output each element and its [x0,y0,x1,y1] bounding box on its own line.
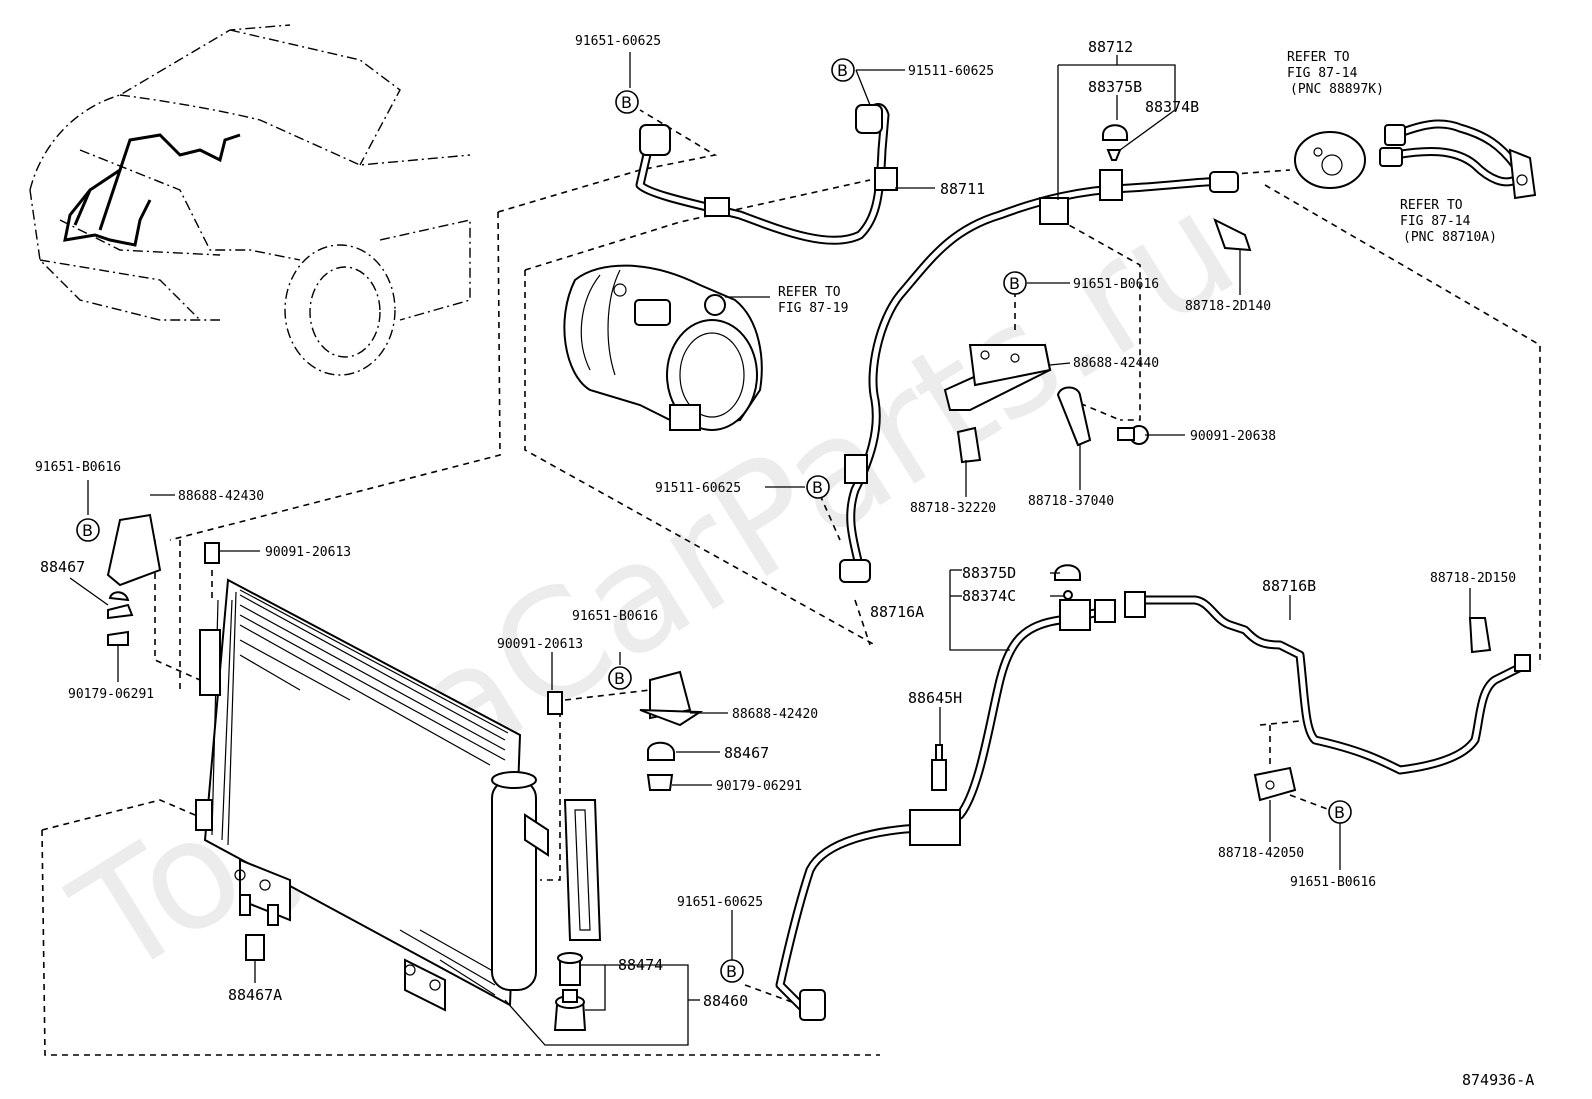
label-88460: 88460 [703,992,748,1010]
filter-plugs [553,952,587,1031]
svg-text:B: B [726,962,737,981]
label-88711: 88711 [940,180,985,198]
label-90179-06291-left: 90179-06291 [68,687,154,702]
bolt-marker: B [1328,800,1352,824]
part-number-labels: 91651-60625 91511-60625 88711 88712 8837… [35,34,1516,1010]
label-91651-60625: 91651-60625 [575,34,661,49]
label-88716A: 88716A [870,603,924,621]
refer-note-top-right-1-line1: REFER TO [1287,50,1350,65]
label-88375B: 88375B [1088,78,1142,96]
label-91651-B0616-right: 91651-B0616 [1290,875,1376,890]
dashed-guide-lines [41,109,1541,1056]
svg-text:B: B [1334,803,1345,822]
label-88474: 88474 [618,956,663,974]
ac-compressor [563,264,763,432]
svg-text:B: B [621,93,632,112]
label-90091-20613-left: 90091-20613 [265,545,351,560]
label-88645H: 88645H [908,689,962,707]
label-90091-20613-center: 90091-20613 [497,637,583,652]
label-91651-B0616-left: 91651-B0616 [35,460,121,475]
label-91511-60625: 91511-60625 [908,64,994,79]
diagram-id: 874936-A [1462,1071,1534,1089]
svg-text:B: B [837,61,848,80]
label-90091-20638: 90091-20638 [1190,429,1276,444]
label-91511-60625-mid: 91511-60625 [655,481,741,496]
leader-lines [69,52,1471,1046]
svg-text:B: B [1009,274,1020,293]
small-hardware-parts [107,124,1128,961]
refer-note-top-right-2-line3: (PNC 88710A) [1403,230,1497,245]
label-88467A: 88467A [228,986,282,1004]
bolt-marker: B [720,959,744,983]
refer-notes: REFER TO FIG 87-19 REFER TO FIG 87-14 (P… [778,50,1497,316]
bolt-marker: B [1003,271,1027,295]
label-91651-B0616-center: 91651-B0616 [572,609,658,624]
label-88716B: 88716B [1262,577,1316,595]
svg-text:B: B [614,669,625,688]
label-88718-32220: 88718-32220 [910,501,996,516]
condenser-fins [239,594,506,996]
label-90179-06291-center: 90179-06291 [716,779,802,794]
condenser-assembly [195,578,549,1012]
label-88374C: 88374C [962,587,1016,605]
bolt-marker: B [806,475,830,499]
bolt-marker: B [608,666,632,690]
refer-note-top-right-2-line2: FIG 87-14 [1400,214,1471,229]
label-88718-42050: 88718-42050 [1218,846,1304,861]
bolt-marker: B [76,518,100,542]
svg-text:B: B [812,478,823,497]
label-91651-B0616-mid: 91651-B0616 [1073,277,1159,292]
refer-note-compressor-line2: FIG 87-19 [778,301,848,316]
label-88718-37040: 88718-37040 [1028,494,1114,509]
svg-text:B: B [82,521,93,540]
desiccant-element [563,799,602,941]
label-88467-center: 88467 [724,744,769,762]
vehicle-outline-illustration [29,24,471,376]
label-88688-42430: 88688-42430 [178,489,264,504]
label-88374B: 88374B [1145,98,1199,116]
bolt-marker: B [615,90,639,114]
label-88688-42440: 88688-42440 [1073,356,1159,371]
bolt-markers: B B B B B B B B [76,58,1352,983]
refrigerant-pipes [635,103,1530,1015]
clamps-and-brackets [106,217,1492,802]
label-88375D: 88375D [962,564,1016,582]
refer-note-compressor-line1: REFER TO [778,285,841,300]
label-88712: 88712 [1088,38,1133,56]
refer-note-top-right-2-line1: REFER TO [1400,198,1463,213]
label-88718-2D140: 88718-2D140 [1185,299,1271,314]
label-91651-60625-bottom: 91651-60625 [677,895,763,910]
bolt-marker: B [831,58,855,82]
label-88467-left: 88467 [40,558,85,576]
label-88718-2D150: 88718-2D150 [1430,571,1516,586]
label-88688-42420: 88688-42420 [732,707,818,722]
refer-note-top-right-1-line3: (PNC 88897K) [1290,82,1384,97]
refer-note-top-right-1-line2: FIG 87-14 [1287,66,1358,81]
pipe-fittings [639,104,1537,1021]
